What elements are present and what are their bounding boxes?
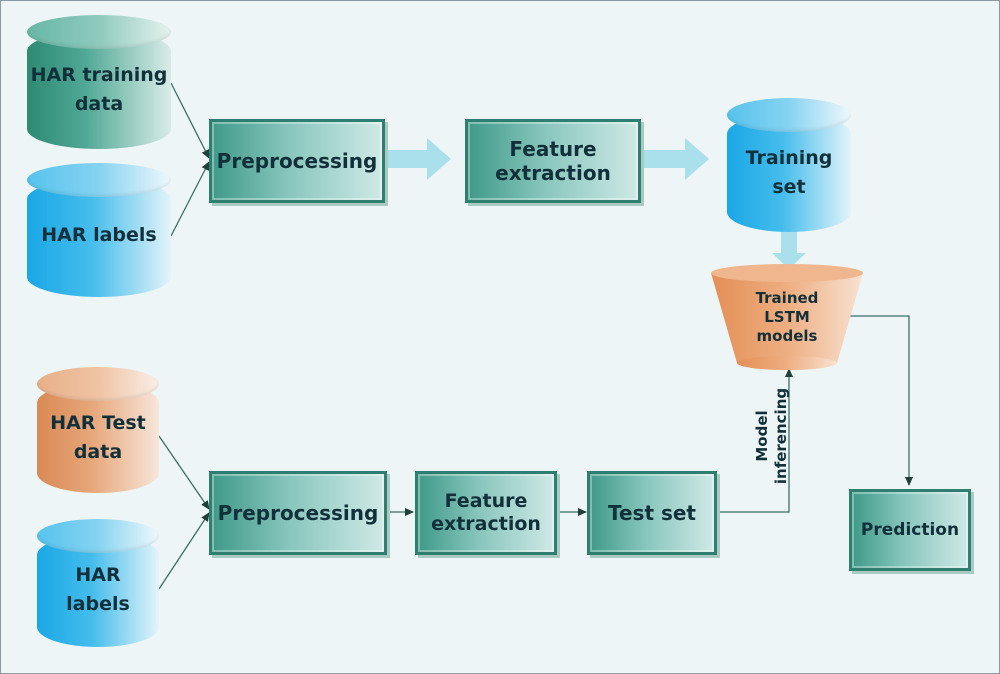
har-training-data-label-line1: HAR training (30, 64, 168, 86)
har-labels-cylinder-top: HAR labels (27, 163, 171, 297)
har-training-data-label-line2: data (74, 93, 124, 115)
cylinder-body (37, 535, 159, 647)
model-inferencing-line2: inferencing (772, 387, 790, 485)
training-set-label-line1: Training (745, 147, 833, 169)
test-preprocessing-box: Preprocessing (209, 471, 387, 555)
connector-test-set-to-model (719, 368, 793, 513)
model-inferencing-line1: Model (753, 410, 771, 462)
connector-labels-to-preprocessing (170, 161, 210, 237)
fat-arrow-preprocessing-to-feature (387, 138, 451, 180)
cylinder-top (37, 367, 159, 401)
model-label-line2: LSTM (764, 308, 810, 326)
har-training-data-cylinder: HAR training data (27, 15, 171, 149)
model-label-line1: Trained (755, 289, 819, 307)
train-preprocessing-box: Preprocessing (209, 119, 385, 203)
model-inferencing-label: Model inferencing (753, 386, 791, 486)
fat-arrow-feature-to-training-set (643, 138, 709, 180)
har-labels-bottom-label-line1: HAR (75, 564, 121, 586)
connector-model-to-prediction (849, 315, 913, 486)
cylinder-top (27, 163, 171, 197)
model-label-line3: models (756, 327, 818, 345)
har-test-data-label-line1: HAR Test (50, 412, 146, 434)
test-set-label: Test set (607, 501, 696, 525)
test-feature-extraction-label-line1: Feature (444, 490, 528, 513)
har-test-data-cylinder: HAR Test data (37, 367, 159, 493)
cylinder-top (37, 519, 159, 553)
fat-arrow-training-set-to-model (772, 231, 806, 269)
connector-test-data-to-preprocessing (158, 435, 210, 510)
training-set-cylinder: Training set (727, 98, 851, 232)
train-feature-extraction-box: Feature extraction (465, 119, 641, 203)
connector-training-data-to-preprocessing (170, 82, 210, 159)
cylinder-body (27, 31, 171, 149)
cylinder-top (27, 15, 171, 49)
har-test-data-label-line2: data (73, 441, 123, 463)
har-labels-top-label: HAR labels (41, 224, 157, 246)
training-set-label-line2: set (772, 176, 806, 198)
cylinder-body (37, 383, 159, 493)
cylinder-body (27, 179, 171, 297)
test-preprocessing-label: Preprocessing (217, 501, 379, 525)
train-feature-extraction-label-line1: Feature (509, 137, 597, 161)
test-feature-extraction-label-line2: extraction (431, 513, 541, 535)
prediction-label: Prediction (860, 519, 960, 540)
train-feature-extraction-label-line2: extraction (495, 161, 611, 185)
trained-lstm-models-shape: Trained LSTM models (709, 263, 865, 371)
test-feature-extraction-box: Feature extraction (415, 471, 557, 555)
cylinder-top (727, 98, 851, 132)
train-preprocessing-label: Preprocessing (216, 149, 378, 173)
har-labels-cylinder-bottom: HAR labels (37, 519, 159, 647)
prediction-box: Prediction (849, 489, 971, 571)
har-labels-bottom-label-line2: labels (66, 593, 130, 615)
funnel-graphic (711, 264, 863, 370)
test-set-box: Test set (587, 471, 717, 555)
connector-test-labels-to-preprocessing (158, 512, 210, 590)
cylinder-body (727, 114, 851, 232)
